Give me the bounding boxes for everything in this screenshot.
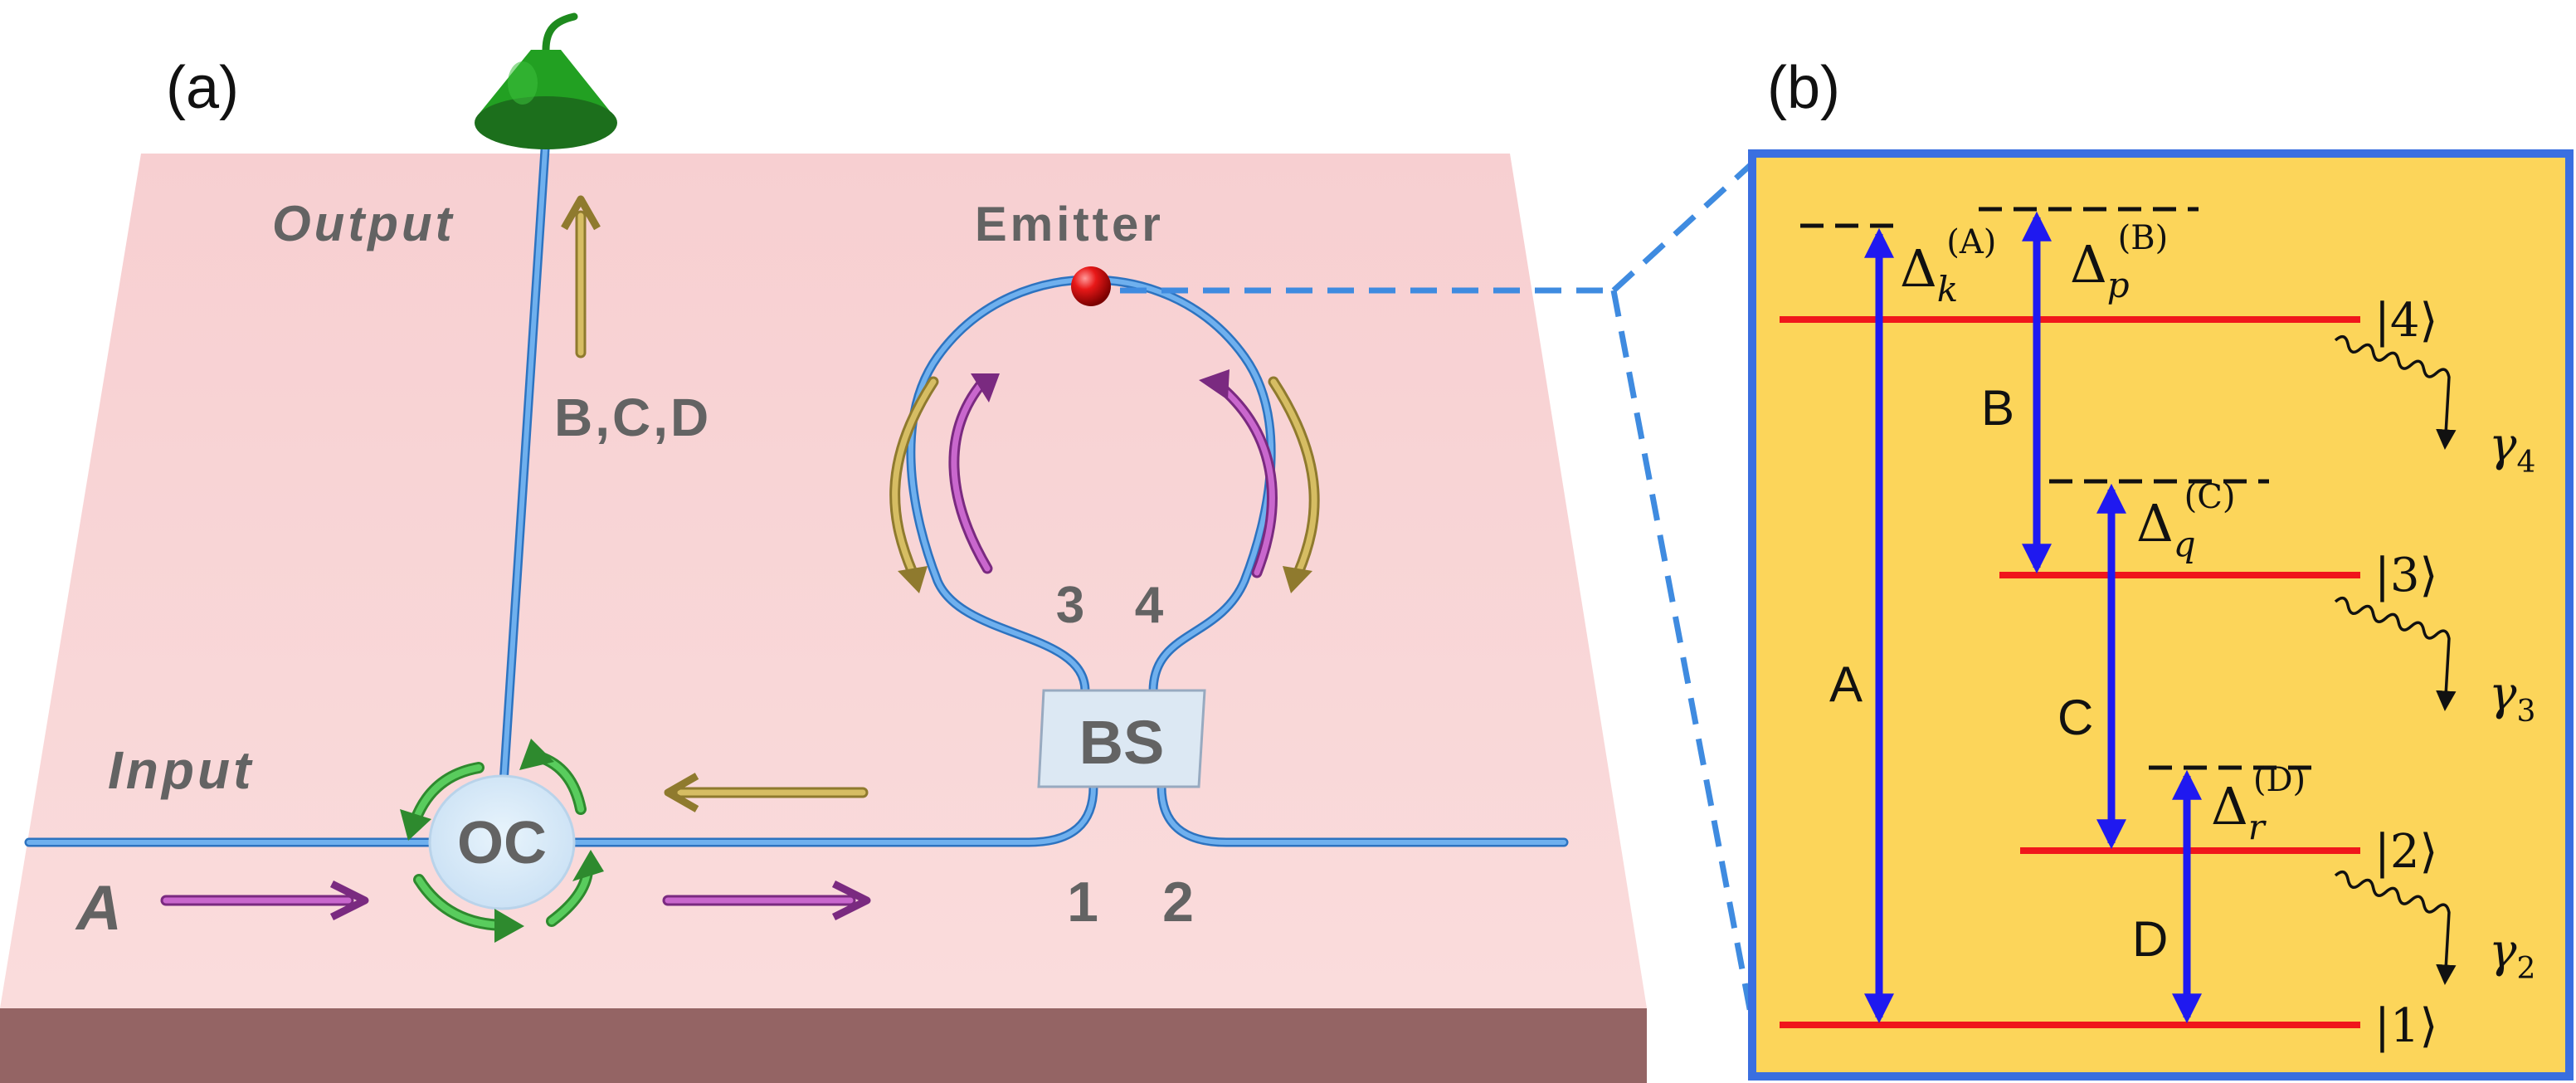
beam-splitter: BS	[1037, 689, 1206, 788]
decay-2-label: γ2	[2489, 924, 2535, 986]
circulator-label: OC	[457, 810, 547, 876]
decay-arrows	[2334, 334, 2457, 985]
emitter-label: Emitter	[975, 198, 1164, 251]
output-label: Output	[272, 196, 455, 251]
emitter-atom	[1071, 266, 1111, 306]
chip-top-surface	[0, 154, 1647, 1008]
decay-labels: γ4 γ3 γ2	[2489, 418, 2535, 986]
optical-circulator: OC	[400, 739, 604, 943]
transition-b-label: B	[1981, 380, 2014, 436]
state-labels: |4⟩ |3⟩ |2⟩ |1⟩	[2374, 294, 2437, 1053]
state-2-label: |2⟩	[2374, 825, 2437, 879]
decay-4-label: γ4	[2489, 418, 2535, 480]
state-3-label: |3⟩	[2374, 549, 2437, 602]
port-4-label: 4	[1135, 577, 1164, 634]
detuning-b: Δp(B)	[2070, 219, 2168, 305]
state-4-label: |4⟩	[2374, 294, 2437, 348]
state-1-label: |1⟩	[2374, 999, 2437, 1053]
transition-arrows	[1864, 211, 2202, 1024]
gold-flow-arrows	[561, 195, 1320, 812]
bcd-label: B,C,D	[554, 388, 711, 447]
transition-c-label: C	[2057, 690, 2093, 745]
input-label: Input	[108, 740, 254, 800]
detuning-d: Δr(D)	[2211, 761, 2306, 847]
chip-front-face	[0, 1008, 1647, 1083]
panel-b: (b) A B C D Δk	[1748, 55, 2574, 1081]
panel-b-tag: (b)	[1767, 55, 1840, 121]
virtual-levels	[1800, 207, 2315, 770]
port-3-label: 3	[1056, 577, 1084, 634]
port-1-label: 1	[1067, 871, 1098, 934]
panel-a: (a) OC	[0, 12, 1647, 1083]
decay-4-arrow	[2334, 334, 2457, 450]
detuning-c: Δq(C)	[2136, 478, 2236, 564]
decay-3-label: γ3	[2489, 667, 2535, 729]
transition-d-label: D	[2132, 911, 2168, 967]
detuning-labels: Δk(A) Δp(B) Δq(C) Δr(D)	[1900, 219, 2306, 847]
detector-icon	[475, 12, 617, 149]
beam-splitter-label: BS	[1079, 708, 1165, 777]
decay-3-arrow	[2334, 596, 2457, 711]
panel-a-tag: (a)	[166, 55, 239, 121]
port-2-label: 2	[1162, 871, 1194, 934]
purple-flow-arrows	[160, 369, 1278, 921]
field-a-label: A	[75, 873, 122, 944]
decay-2-arrow	[2334, 870, 2457, 985]
detuning-a: Δk(A)	[1900, 223, 1996, 310]
transition-a-label: A	[1829, 656, 1863, 712]
zoom-connector	[1120, 151, 1766, 1080]
